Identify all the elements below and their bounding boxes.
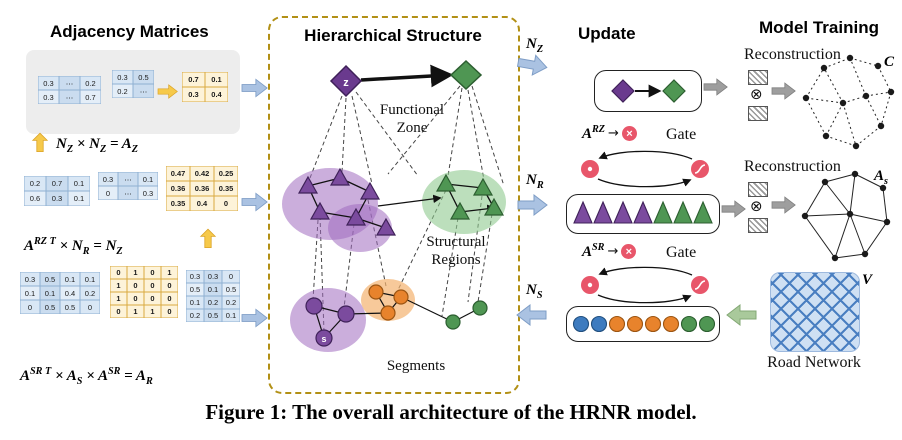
arz-gate-row: ARZ → × — [582, 124, 637, 143]
segment-update-diagram — [572, 315, 716, 333]
graph-c-edges — [805, 57, 892, 147]
purple-region-triangles — [297, 167, 397, 236]
blue-arrow-ns-left-icon — [516, 303, 547, 327]
otimes-icon: ⊗ — [750, 85, 763, 103]
gate-loop-2 — [581, 266, 709, 304]
yellow-arrow-up-icon — [199, 228, 217, 248]
blue-arrow-right-icon — [241, 78, 268, 98]
nz-label: NZ — [526, 36, 544, 55]
gray-arrow-right-icon — [771, 82, 796, 100]
gray-arrow-right-icon — [771, 196, 796, 214]
asr-gate-row: ASR → × — [582, 242, 637, 261]
otimes-icon: ⊗ — [750, 197, 763, 215]
graph-as-edges — [804, 173, 888, 259]
blue-arrow-right-icon — [241, 192, 268, 212]
segment-nodes: s — [305, 284, 488, 347]
zone-edge — [360, 64, 454, 88]
structural-regions-label-1: Structural — [426, 234, 485, 250]
gate-label: Gate — [666, 126, 697, 143]
to-arrow-icon: → — [607, 244, 619, 259]
yellow-arrow-right-icon — [157, 84, 178, 99]
zone-region-links — [309, 85, 505, 187]
to-arrow-icon: → — [608, 126, 619, 141]
multiply-gate-icon: × — [621, 244, 637, 259]
segment-update-box — [566, 306, 720, 342]
ns-label: NS — [526, 282, 543, 301]
reconstruction-graph-c — [802, 54, 895, 150]
zone-z-label: z — [343, 77, 349, 89]
gate-loop-1 — [581, 150, 709, 188]
zone-update-diagram — [611, 79, 686, 103]
graph-c-label: C — [884, 54, 895, 70]
embedding-matrix-icon — [748, 70, 768, 85]
hierarchical-diagram: z Functional Zone — [282, 59, 506, 374]
structural-regions-label-2: Regions — [431, 252, 480, 268]
functional-zone-label-1: Functional — [380, 102, 444, 118]
arz-label: ARZ — [582, 124, 606, 142]
road-network-label: Road Network — [767, 354, 861, 371]
nr-label: NR — [526, 172, 544, 191]
green-zone-diamond — [662, 79, 686, 103]
green-arrow-left-icon — [726, 303, 757, 327]
green-zone-diamond — [449, 59, 483, 91]
reconstruction-graph-as — [801, 170, 891, 262]
zone-update-box — [594, 70, 702, 112]
gray-arrow-right-icon — [721, 200, 746, 218]
embedding-matrix-icon — [748, 218, 768, 233]
region-update-diagram — [573, 200, 713, 224]
reconstruction-label-2: Reconstruction — [744, 158, 841, 175]
segments-label: Segments — [387, 358, 445, 374]
graph-c-nodes — [802, 54, 895, 150]
adjacency-matrices-title: Adjacency Matrices — [50, 22, 209, 41]
functional-zone-label-2: Zone — [397, 120, 428, 136]
figure-caption: Figure 1: The overall architecture of th… — [205, 400, 697, 424]
green-region-triangles — [435, 173, 505, 220]
segment-s-label: s — [321, 334, 326, 344]
blue-arrow-right-icon — [241, 308, 268, 328]
yellow-arrow-up-icon — [31, 132, 49, 152]
road-network-box — [770, 272, 860, 352]
region-update-box — [566, 194, 720, 234]
asr-label: ASR — [582, 242, 605, 260]
graph-as-label: As — [874, 168, 888, 187]
gate-label: Gate — [666, 244, 697, 261]
equation-nz: ARZ T × NR = NZ — [24, 236, 123, 257]
update-title: Update — [578, 24, 636, 43]
purple-zone-diamond — [611, 79, 635, 103]
equation-ar: ASR T × AS × ASR = AR — [20, 366, 153, 387]
graph-as-nodes — [801, 170, 891, 262]
multiply-gate-icon: × — [621, 126, 637, 141]
model-training-title: Model Training — [759, 18, 879, 37]
reconstruction-label-1: Reconstruction — [744, 46, 841, 63]
embedding-matrix-icon — [748, 106, 768, 121]
hierarchical-structure-title: Hierarchical Structure — [304, 26, 482, 45]
embedding-matrix-icon — [748, 182, 768, 197]
equation-az: NZ × NZ = AZ — [56, 136, 138, 155]
blue-arrow-nz-icon — [516, 54, 548, 76]
purple-zone-diamond — [329, 64, 363, 98]
blue-arrow-nr-icon — [517, 193, 548, 217]
gray-arrow-right-icon — [703, 78, 728, 96]
v-label: V — [862, 272, 873, 288]
